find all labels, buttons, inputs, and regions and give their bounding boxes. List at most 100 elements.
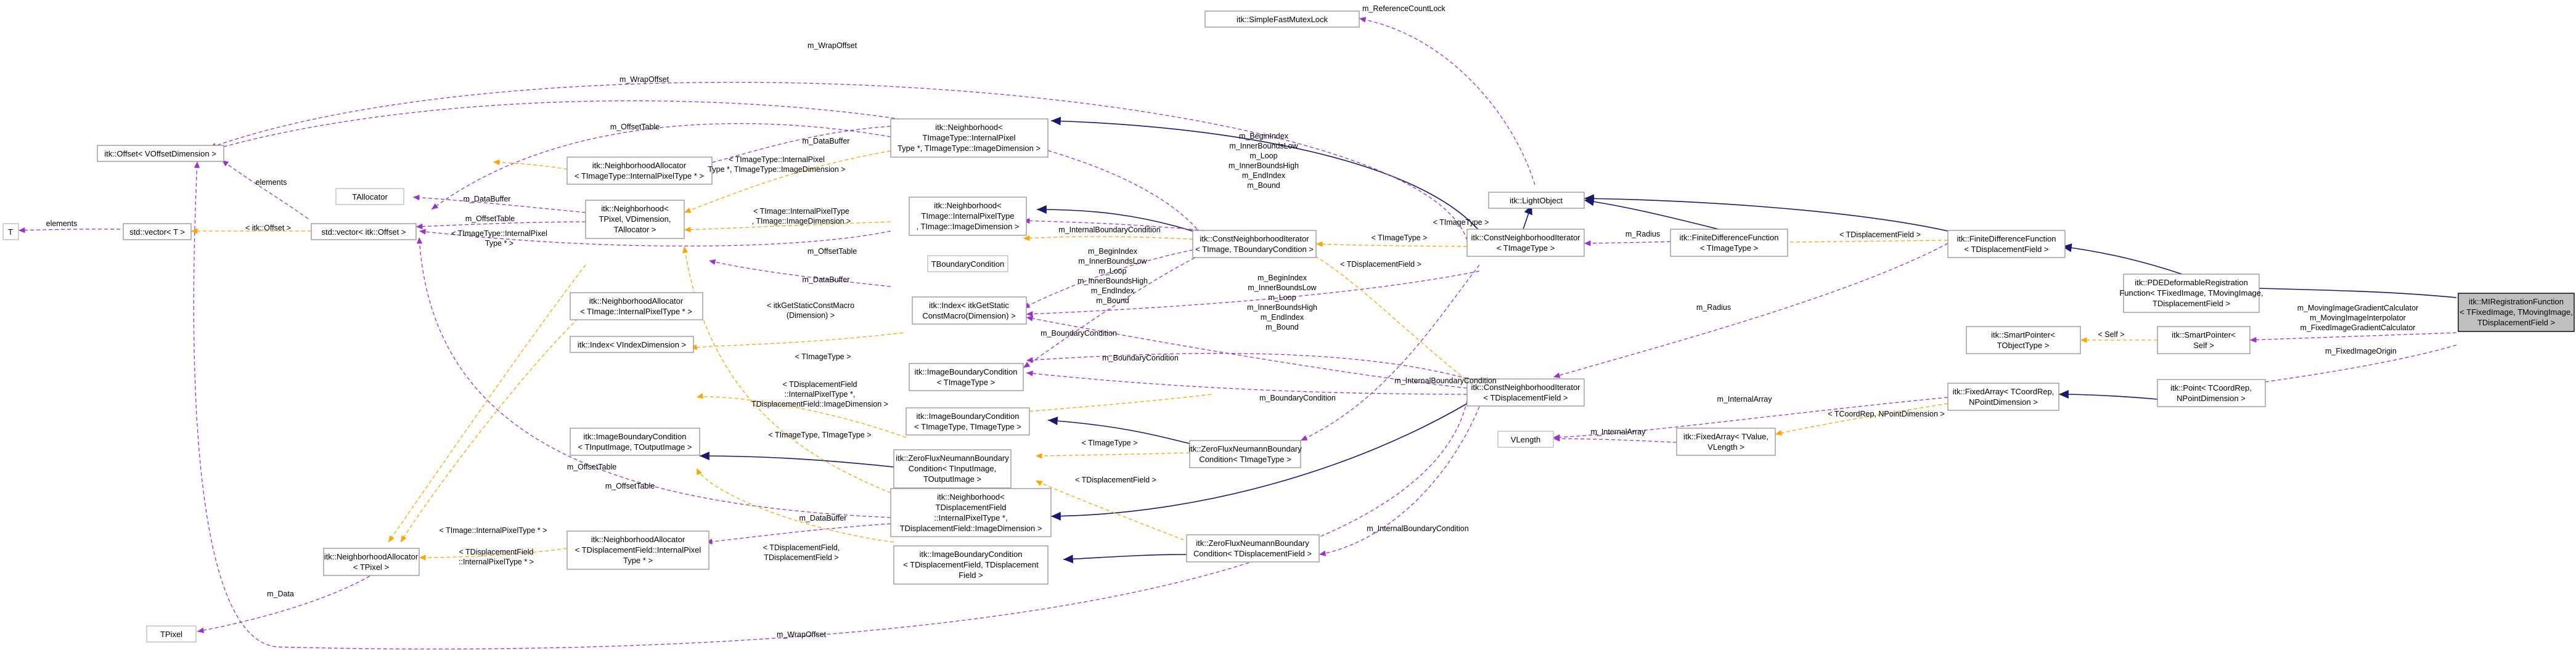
svg-text:m_Loop: m_Loop (1249, 152, 1277, 160)
edge-label-internal-array-1: m_InternalArray (1717, 395, 1773, 404)
edge-label-timage-tbc: < TImageType > (1433, 218, 1489, 227)
node-neighborhood-tpixel[interactable]: itk::Neighborhood< TPixel, VDimension, T… (585, 200, 685, 239)
edge-label-getstatic-tpl: (Dimension) > (787, 311, 835, 320)
node-neighborhood-allocator-timagetype[interactable]: itk::NeighborhoodAllocator < TImageType:… (566, 156, 713, 185)
node-zero-flux-tinput[interactable]: itk::ZeroFluxNeumannBoundary Condition< … (893, 449, 1012, 489)
edge-label-timage-alloc: < TImage::InternalPixelType * > (440, 526, 547, 535)
node-finite-difference-function-img[interactable]: itk::FiniteDifferenceFunction < TImageTy… (1670, 229, 1788, 257)
node-label: TDisplacementField > (2153, 299, 2230, 308)
edge-label-radius-2: m_Radius (1696, 303, 1731, 312)
edge-label-radius-1: m_Radius (1625, 230, 1660, 238)
node-label: itk::LightObject (1510, 196, 1563, 205)
node-fixed-array-tvalue[interactable]: itk::FixedArray< TValue, VLength > (1676, 428, 1776, 456)
node-vlength[interactable]: VLength (1497, 431, 1554, 448)
node-tpixel[interactable]: TPixel (146, 625, 197, 643)
edge-label-iterator-vars-tb: m_BeginIndex m_InnerBoundsLow m_Loop m_I… (1229, 132, 1299, 190)
node-zero-flux-img[interactable]: itk::ZeroFluxNeumannBoundary Condition< … (1188, 440, 1302, 468)
edge-usage-offset-table-low (419, 229, 891, 247)
edge-inherit-fdfi-lo (1584, 197, 1727, 232)
node-fixed-array-coord[interactable]: itk::FixedArray< TCoordRep, NPointDimens… (1947, 383, 2059, 411)
edge-usage-elements-2 (18, 227, 189, 234)
edge-label-gradient-calcs: m_MovingImageGradientCalculator m_Moving… (2297, 304, 2419, 332)
node-offset-voffset[interactable]: itk::Offset< VOffsetDimension > (97, 145, 224, 162)
edge-usage-wrap-offset-2 (212, 100, 1209, 244)
node-label: < TImageType > (1497, 243, 1555, 253)
node-label: TImageType::InternalPixel (922, 133, 1015, 142)
svg-text:m_MovingImageInterpolator: m_MovingImageInterpolator (2310, 314, 2406, 322)
edge-label-boundary-condition-2: m_BoundaryCondition (1102, 354, 1179, 362)
node-image-bc-img-img[interactable]: itk::ImageBoundaryCondition < TImageType… (906, 407, 1030, 436)
node-neighborhood-disp[interactable]: itk::Neighborhood< TDisplacementField ::… (890, 488, 1052, 537)
edge-tpl-timage-cnii (1315, 241, 1480, 248)
edge-inherit-zfd-ibcd (1063, 554, 1187, 564)
node-zero-flux-disp[interactable]: itk::ZeroFluxNeumannBoundary Condition< … (1186, 534, 1320, 563)
node-image-bc-disp[interactable]: itk::ImageBoundaryCondition < TDisplacem… (893, 545, 1049, 585)
node-label: itk::ConstNeighborhoodIterator (1200, 234, 1309, 243)
node-tboundary-condition[interactable]: TBoundaryCondition (927, 255, 1008, 272)
edge-usage-boundary-condition-3 (1026, 370, 1468, 395)
node-smart-pointer-tobject[interactable]: itk::SmartPointer< TObjectType > (1966, 326, 2081, 354)
node-std-vector-offset[interactable]: std::vector< itk::Offset > (311, 223, 417, 240)
node-pde-deformable-registration[interactable]: itk::PDEDeformableRegistration Function<… (2119, 274, 2263, 313)
edge-tpl-getstatic (690, 332, 904, 350)
node-label: itk::ConstNeighborhoodIterator (1471, 383, 1580, 392)
edge-usage-internal-bc-1 (1023, 217, 1212, 232)
node-t[interactable]: T (2, 223, 19, 240)
edge-tpl-timage-tbc (1023, 235, 1212, 242)
node-label: TDisplacementField > (2477, 318, 2555, 327)
edge-tpl-timage-zero (1035, 452, 1190, 459)
edge-labels: m_ReferenceCountLock m_WrapOffset m_Wrap… (46, 4, 2419, 639)
node-image-bc-tinput[interactable]: itk::ImageBoundaryCondition < TInputImag… (570, 428, 700, 456)
node-index-vindex[interactable]: itk::Index< VIndexDimension > (570, 336, 694, 353)
node-label: < TFixedImage, TMovingImage, (2459, 307, 2572, 317)
node-neighborhood-allocator-disp[interactable]: itk::NeighborhoodAllocator < TDisplaceme… (566, 530, 709, 570)
node-tallocator[interactable]: TAllocator (335, 188, 404, 205)
node-mi-registration-function[interactable]: itk::MIRegistrationFunction < TFixedImag… (2458, 293, 2575, 332)
svg-text:m_EndIndex: m_EndIndex (1261, 313, 1304, 322)
svg-text:m_MovingImageGradientCalculato: m_MovingImageGradientCalculator (2297, 304, 2419, 312)
edge-label-offset-tpl: < itk::Offset > (245, 224, 291, 232)
node-index-getstatic[interactable]: itk::Index< itkGetStatic ConstMacro(Dime… (912, 296, 1027, 325)
node-simple-fast-mutex-lock[interactable]: itk::SimpleFastMutexLock (1204, 10, 1360, 28)
node-neighborhood-img-internal[interactable]: itk::Neighborhood< TImage::InternalPixel… (909, 197, 1027, 236)
node-label: TDisplacementField::ImageDimension > (900, 524, 1042, 533)
svg-text:m_Loop: m_Loop (1268, 293, 1296, 302)
node-label: itk::ZeroFluxNeumannBoundary (1196, 538, 1309, 548)
node-smart-pointer-self[interactable]: itk::SmartPointer< Self > (2157, 326, 2251, 354)
node-const-neighborhood-iterator-disp[interactable]: itk::ConstNeighborhoodIterator < TDispla… (1466, 378, 1585, 407)
node-neighborhood-allocator-tpixel[interactable]: itk::NeighborhoodAllocator < TPixel > (323, 548, 420, 576)
node-neighborhood-timagetype[interactable]: itk::Neighborhood< TImageType::InternalP… (890, 118, 1049, 158)
node-point[interactable]: itk::Point< TCoordRep, NPointDimension > (2157, 379, 2266, 407)
node-label: Type * > (623, 556, 653, 565)
node-label: TBoundaryCondition (931, 259, 1005, 269)
svg-text:m_EndIndex: m_EndIndex (1242, 171, 1286, 180)
node-label: < TPixel > (353, 563, 389, 572)
node-label: itk::SmartPointer< (2172, 330, 2236, 339)
node-const-neighborhood-iterator-img[interactable]: itk::ConstNeighborhoodIterator < TImageT… (1466, 229, 1585, 257)
edge-label-timage-cnii: < TImageType > (1372, 234, 1428, 242)
edge-label-elements-1: elements (256, 178, 287, 187)
node-image-bc-img[interactable]: itk::ImageBoundaryCondition < TImageType… (909, 363, 1024, 391)
edge-inherit-zfi-ibcii (1047, 416, 1190, 444)
node-label: Condition< TDisplacementField > (1193, 549, 1312, 558)
node-label: TPixel (160, 630, 182, 639)
node-label: < TImage, TBoundaryCondition > (1195, 245, 1314, 254)
node-label: itk::SmartPointer< (1991, 330, 2055, 339)
edge-label-data-buffer-3: m_DataBuffer (803, 275, 850, 284)
edge-label-internal-bc-1: m_InternalBoundaryCondition (1058, 225, 1160, 234)
edge-label-tdisp-nbh: < TDisplacementField (782, 380, 857, 389)
node-label: itk::ConstNeighborhoodIterator (1471, 233, 1580, 242)
node-label: std::vector< T > (129, 227, 185, 237)
node-std-vector-t[interactable]: std::vector< T > (123, 223, 192, 240)
node-label: itk::FixedArray< TValue, (1683, 432, 1768, 441)
edge-tpl-timagetype-internal-b (493, 159, 586, 173)
node-neighborhood-allocator-timage[interactable]: itk::NeighborhoodAllocator < TImage::Int… (570, 292, 703, 320)
node-label: itk::MIRegistrationFunction (2469, 297, 2564, 306)
node-label: itk::Offset< VOffsetDimension > (104, 149, 216, 158)
node-label: itk::FixedArray< TCoordRep, (1953, 387, 2055, 396)
node-label: TImage::InternalPixelType (921, 211, 1014, 221)
node-label: < TImageType > (1700, 243, 1758, 253)
node-const-neighborhood-iterator-tb[interactable]: itk::ConstNeighborhoodIterator < TImage,… (1192, 230, 1317, 258)
node-light-object[interactable]: itk::LightObject (1488, 192, 1585, 209)
node-finite-difference-function-disp[interactable]: itk::FiniteDifferenceFunction < TDisplac… (1947, 230, 2066, 258)
